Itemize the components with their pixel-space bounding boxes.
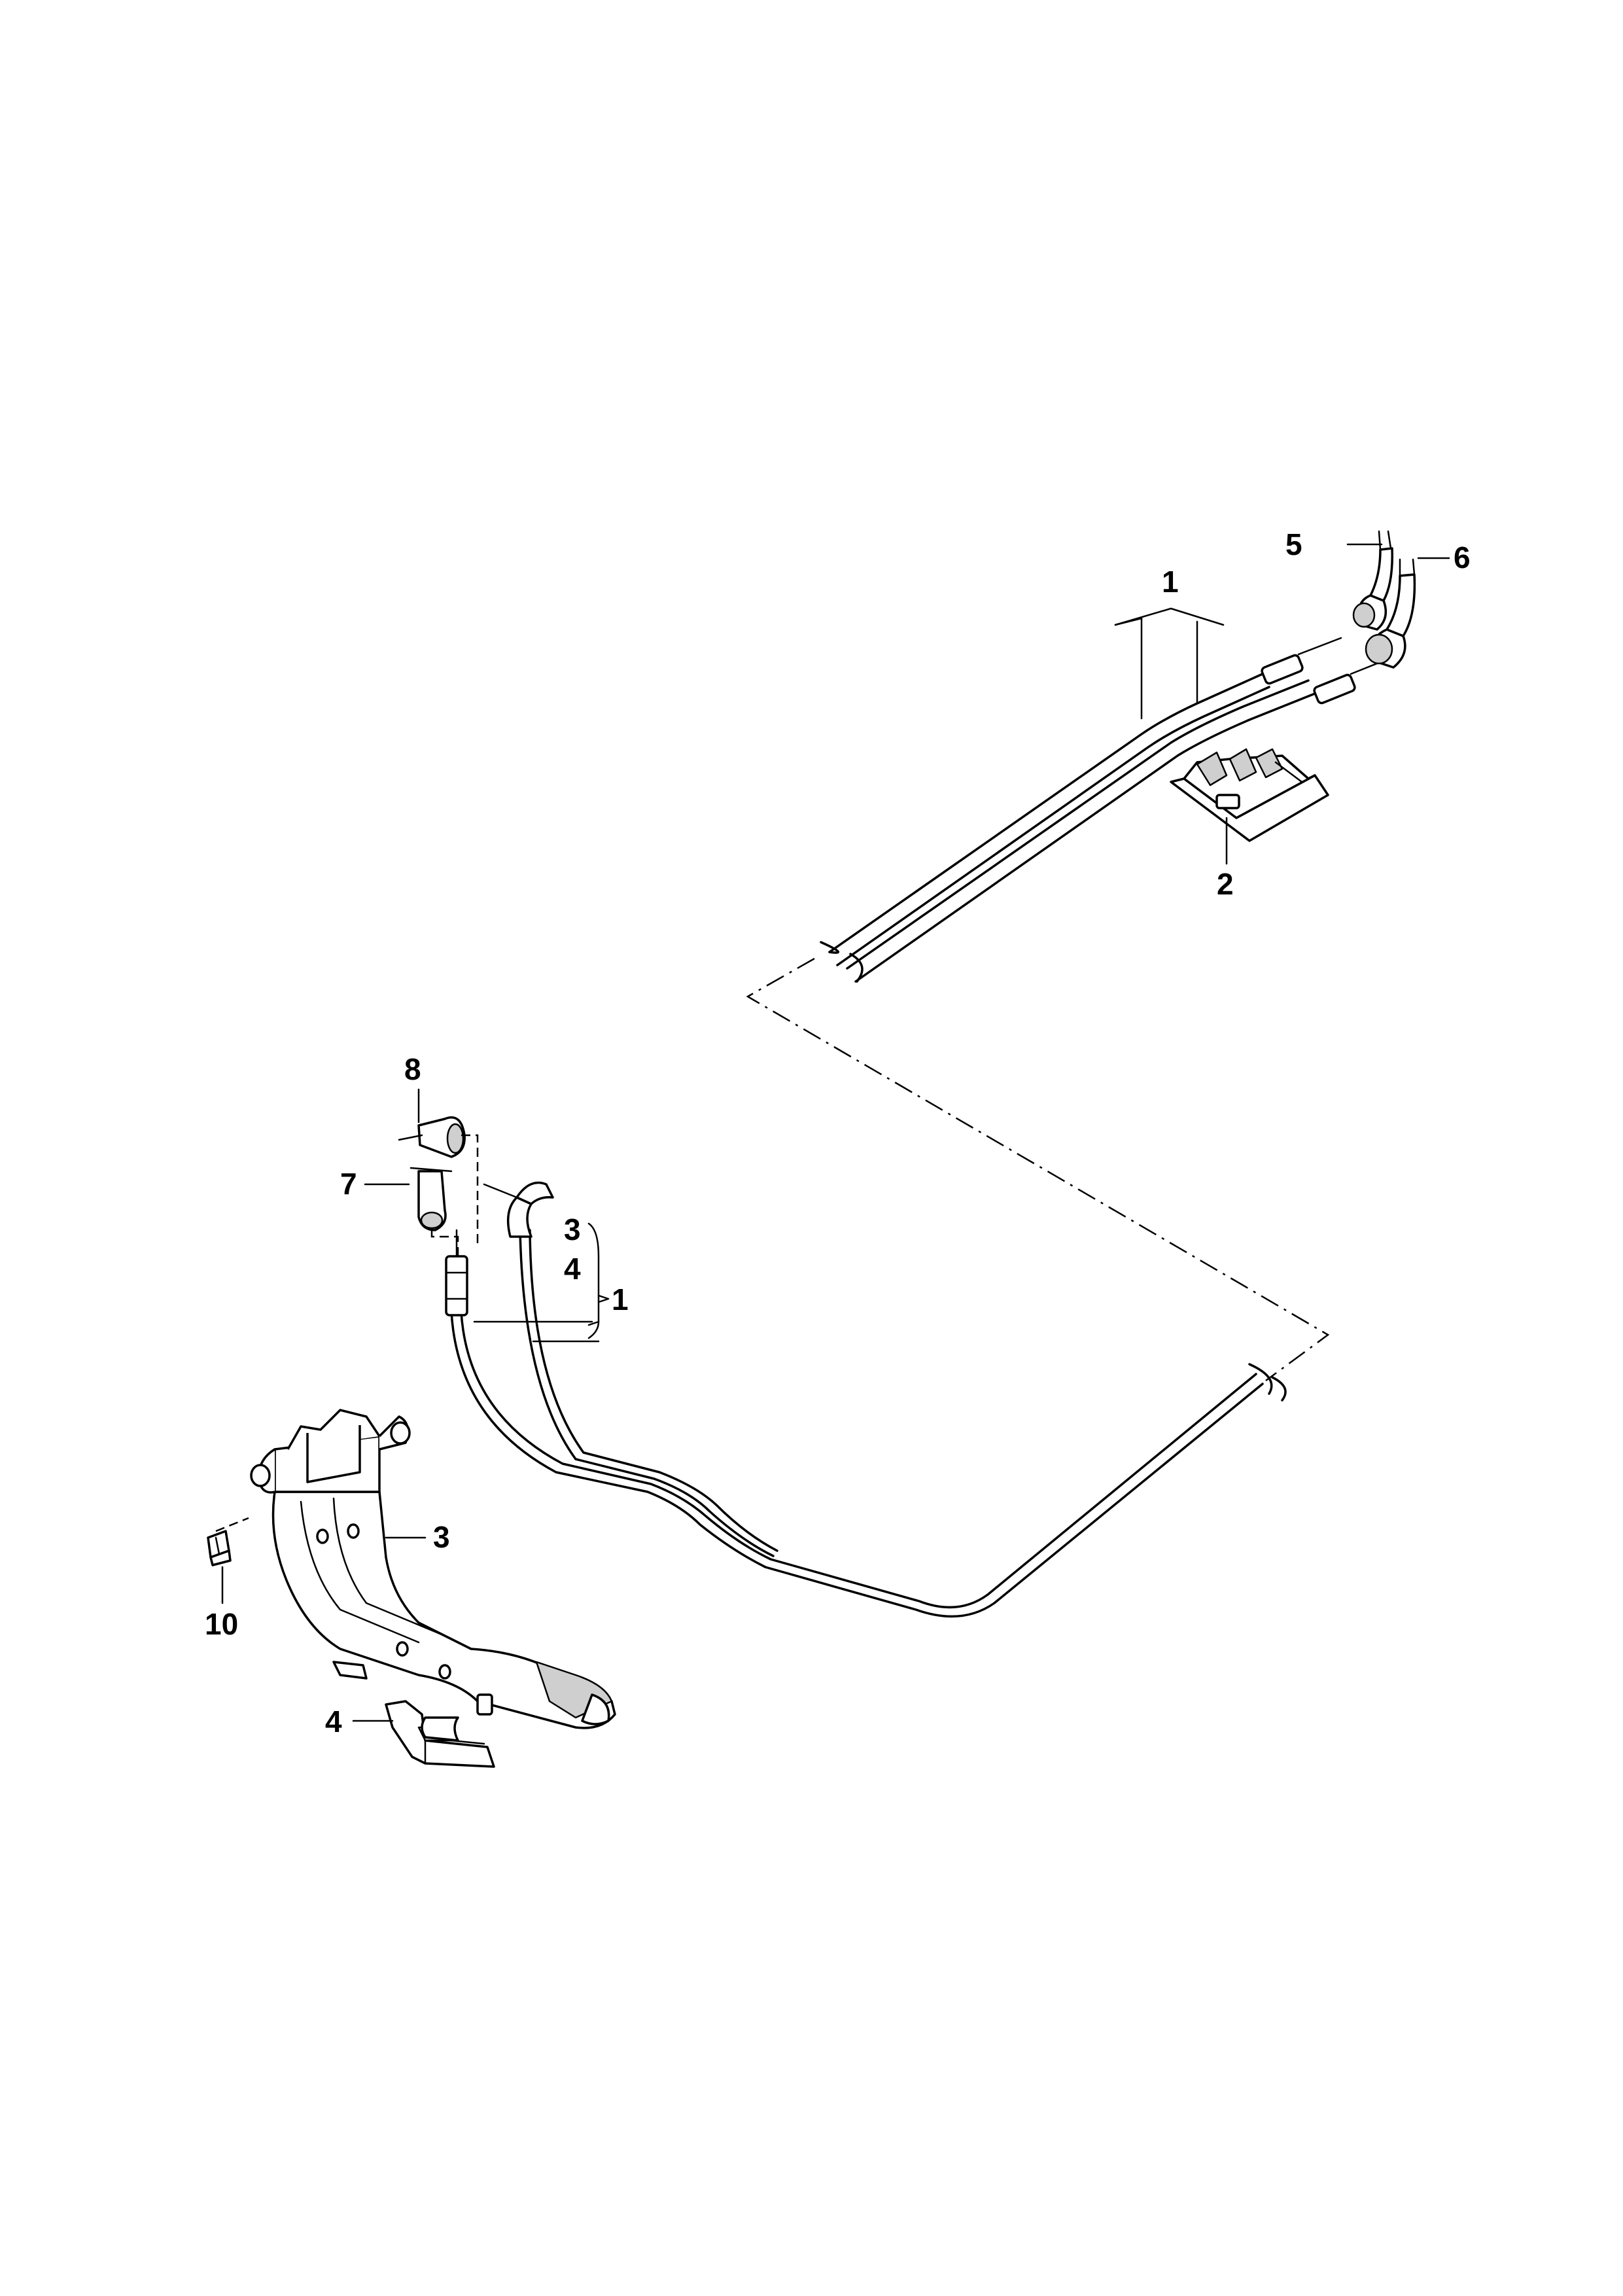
- leader-lines: [221, 543, 1450, 1722]
- callout-8: 8: [404, 1052, 421, 1086]
- clip-2: [1170, 748, 1329, 842]
- callout-4-bracket: 4: [564, 1252, 581, 1286]
- cable-upper-end-fittings: [1261, 637, 1382, 705]
- screw-10: [207, 1517, 249, 1566]
- cable-lower-end-fittings: [445, 1181, 554, 1316]
- top-bracket-1: [1114, 607, 1225, 720]
- callout-10: 10: [205, 1607, 238, 1641]
- fitting-6: [1365, 558, 1416, 669]
- connector-line-8: [461, 1134, 479, 1243]
- callout-1-top: 1: [1162, 565, 1179, 599]
- callout-3-bracket: 3: [564, 1212, 581, 1246]
- callout-6: 6: [1454, 540, 1471, 574]
- callout-1-bracket: 1: [612, 1282, 629, 1316]
- fitting-5: [1352, 530, 1393, 631]
- group-bracket: [473, 1222, 610, 1343]
- callout-5: 5: [1285, 527, 1302, 561]
- fitting-7: [410, 1167, 453, 1231]
- duct-3: [250, 1409, 616, 1729]
- callout-4-bracket-part: 4: [325, 1704, 342, 1739]
- cable-continuation-line: [746, 957, 1330, 1382]
- connector-line-7: [430, 1230, 459, 1256]
- cable-lower-section: [450, 1229, 1287, 1618]
- callout-2: 2: [1217, 867, 1234, 901]
- cable-upper-section: [820, 673, 1316, 983]
- callout-7: 7: [340, 1167, 357, 1201]
- callout-3-duct: 3: [433, 1520, 450, 1554]
- fitting-8: [398, 1116, 466, 1158]
- bracket-4: [385, 1700, 495, 1768]
